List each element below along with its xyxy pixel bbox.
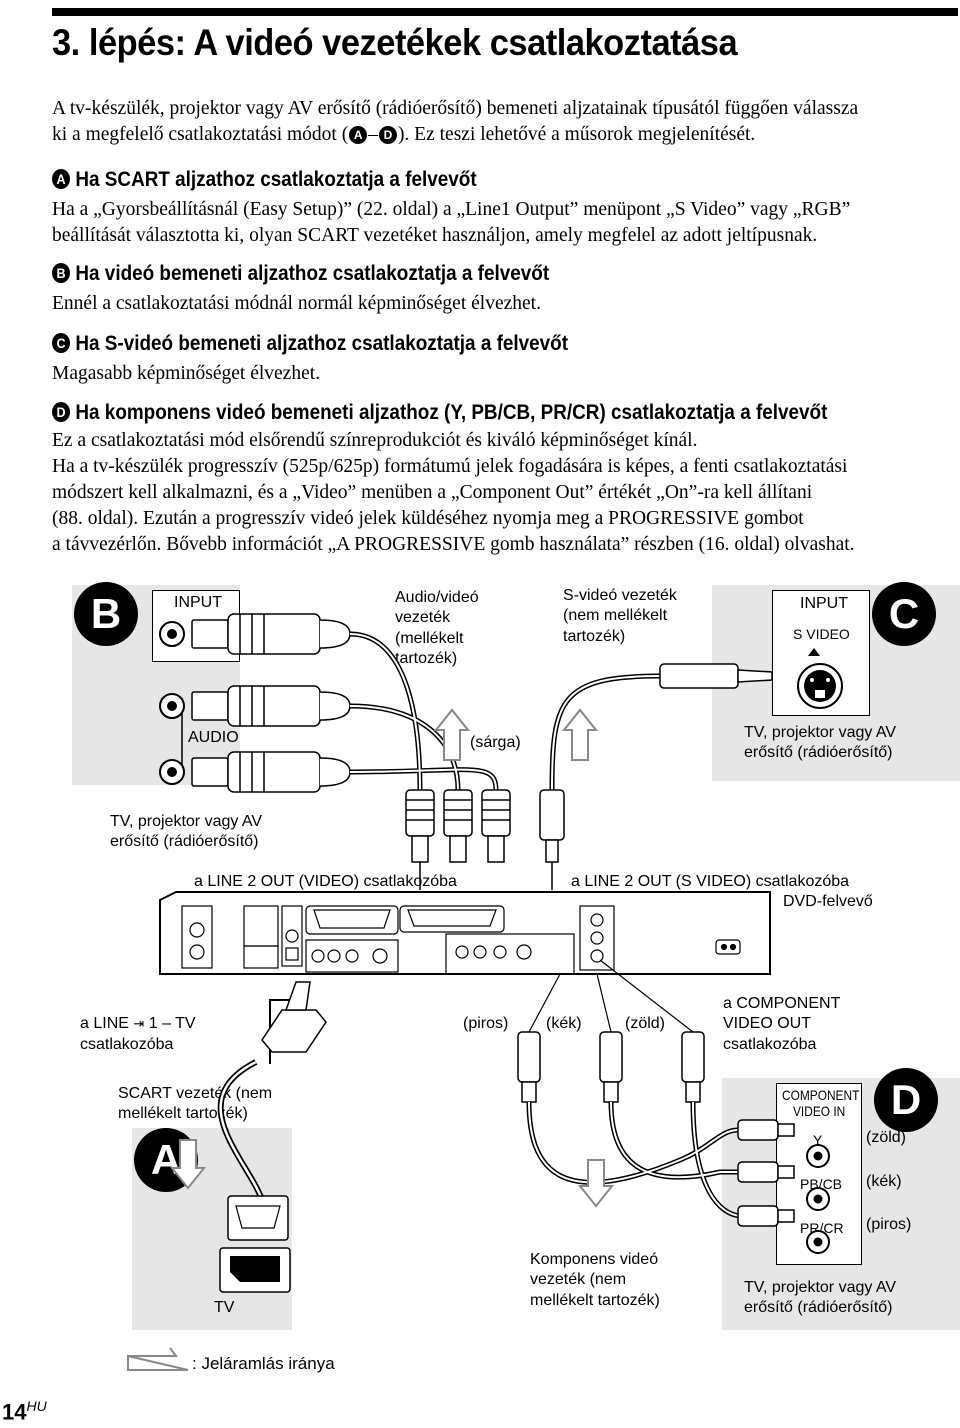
component-cable-label: Komponens videó [530, 1251, 659, 1268]
rear-label: LINE 4 IN [336, 968, 363, 974]
scart-cable-label: mellékelt tartozék) [118, 1105, 248, 1122]
rear-label: VIDEO [344, 937, 360, 943]
audio-label: AUDIO [188, 729, 239, 746]
line2-video-label: a LINE 2 OUT (VIDEO) csatlakozóba [194, 873, 457, 890]
green-label: (zöld) [866, 1129, 907, 1146]
rca-plug-icon [517, 1031, 705, 1103]
line1-tv-label: csatlakozóba [80, 1036, 174, 1053]
signal-flow-arrow-icon [433, 708, 471, 761]
device-label-b: TV, projektor vagy AV [110, 813, 263, 830]
svideo-cable-label: tartozék) [563, 628, 626, 645]
section-d-text: (88. oldal). Ezután a progresszív videó … [52, 508, 804, 529]
signal-flow-arrow-icon [561, 708, 599, 761]
scart-cable-label: SCART vezeték (nem [118, 1085, 273, 1102]
signal-flow-legend: : Jeláramlás iránya [192, 1354, 335, 1373]
rear-label: DECODER [402, 925, 433, 931]
component-out-label: a COMPONENT [723, 995, 841, 1012]
page-number: 14HU [2, 1398, 47, 1425]
section-d-text: Ha a tv-készülék progresszív (525p/625p)… [52, 456, 848, 477]
rear-label: LINE 3 [410, 903, 429, 909]
page-title: 3. lépés: A videó vezetékek csatlakoztat… [52, 22, 738, 63]
rear-label: AERIAL [186, 962, 208, 968]
device-label-c: TV, projektor vagy AV [744, 724, 897, 741]
line1-tv-label: a LINE ⇥ 1 – TV [80, 1015, 196, 1032]
rear-label: COAXIAL [283, 918, 310, 924]
section-c-text: Magasabb képminőséget élvezhet. [52, 363, 321, 384]
red-cable-label: (piros) [463, 1015, 509, 1032]
svideo-jack-label: S VIDEO [793, 626, 850, 642]
badge-a-icon: A [52, 169, 70, 189]
line1-arrow-icon: ⇥ [133, 1016, 145, 1031]
rear-label: DIGITAL OUT [245, 952, 283, 958]
blue-label: (kék) [866, 1173, 902, 1190]
intro-line-2: ki a megfelelő csatlakoztatási módot (A–… [52, 124, 756, 145]
intro-line-1: A tv-készülék, projektor vagy AV erősítő… [52, 98, 859, 119]
av-cable-label: Audio/videó [395, 589, 479, 606]
tv-label: TV [214, 1299, 235, 1316]
rca-plug-icon [405, 789, 511, 863]
rear-label: LINE 1 – TV [298, 903, 331, 909]
component-cable-label: vezeték (nem [530, 1271, 627, 1288]
device-label-d: erősítő (rádióerősítő) [744, 1299, 893, 1316]
av-cable-label: vezeték [395, 609, 451, 626]
component-label: COMPONENT [782, 1087, 860, 1103]
rear-label: S VIDEO [372, 937, 393, 943]
badge-c-icon: C [52, 333, 70, 353]
badge-a-icon: A [134, 1128, 198, 1192]
badge-d-icon: D [378, 126, 397, 144]
component-out-label: VIDEO OUT [723, 1015, 812, 1032]
device-label-b: erősítő (rádióerősítő) [110, 833, 259, 850]
rear-label: IN [184, 924, 190, 930]
badge-a-icon: A [349, 126, 368, 144]
video-jack-label: VIDEO [192, 627, 242, 644]
blue-cable-label: (kék) [546, 1015, 582, 1032]
input-label: INPUT [800, 595, 848, 612]
section-d-text: Ez a csatlakoztatási mód elsőrendű színr… [52, 430, 698, 451]
line2-svideo-label: a LINE 2 OUT (S VIDEO) csatlakozóba [571, 873, 850, 890]
pb-jack-label: PB/CB [800, 1176, 843, 1192]
rear-label: LINE 2 OUT [495, 970, 528, 976]
badge-d-icon: D [52, 402, 70, 422]
component-out-label: csatlakozóba [723, 1036, 817, 1053]
section-d-text: a távvezérlőn. Bővebb információt „A PRO… [52, 534, 855, 555]
av-cable-label: (mellékelt [395, 630, 464, 647]
input-label: INPUT [174, 594, 222, 611]
red-label: (piros) [866, 1216, 912, 1233]
title-rule [52, 8, 958, 16]
signal-flow-arrow-icon [577, 1159, 615, 1208]
dvd-recorder-rear-panel [159, 891, 771, 975]
r-jack-label: R [192, 765, 204, 782]
section-a-text: beállítását választotta ki, olyan SCART … [52, 225, 818, 246]
component-cable-label: mellékelt tartozék) [530, 1292, 660, 1309]
l-jack-label: L [192, 697, 201, 714]
rear-label: R - AUDIO - L [310, 937, 341, 943]
y-jack-label: Y [813, 1132, 823, 1148]
component-label: VIDEO IN [793, 1103, 846, 1119]
badge-b-icon: B [74, 582, 138, 646]
device-label-c: erősítő (rádióerősítő) [744, 744, 893, 761]
badge-c-icon: C [872, 582, 936, 646]
section-b-text: Ennél a csatlakoztatási módnál normál ké… [52, 293, 541, 314]
badge-b-icon: B [52, 263, 70, 283]
device-label-d: TV, projektor vagy AV [744, 1279, 897, 1296]
rear-label: OPTICAL [284, 964, 310, 970]
rear-label: OUT [182, 934, 195, 940]
av-cable-label: tartozék) [395, 650, 458, 667]
signal-flow-legend-arrow-icon [127, 1347, 189, 1371]
recorder-label: DVD-felvevő [783, 893, 873, 910]
rear-label: AC IN [724, 960, 741, 966]
green-cable-label: (zöld) [625, 1015, 666, 1032]
svideo-cable-label: S-videó vezeték [563, 587, 677, 604]
pr-jack-label: PR/CR [800, 1220, 844, 1236]
badge-d-icon: D [874, 1068, 938, 1132]
yellow-label: (sárga) [470, 734, 521, 751]
section-d-text: módszert kell alkalmazni, és a „Video” m… [52, 482, 813, 503]
rear-label: COMPONENT VIDEO [584, 965, 634, 971]
svideo-cable-label: (nem mellékelt [563, 607, 668, 624]
section-a-text: Ha a „Gyorsbeállításnál (Easy Setup)” (2… [52, 199, 851, 220]
